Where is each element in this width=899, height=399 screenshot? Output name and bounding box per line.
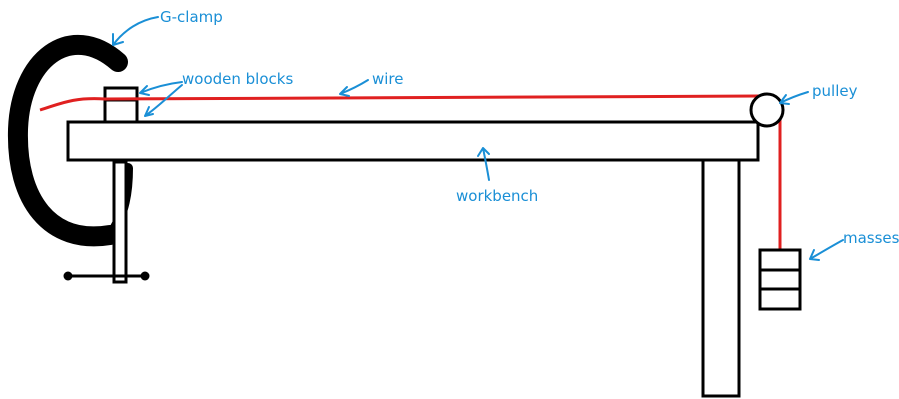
wire-arrow bbox=[339, 79, 369, 97]
mass bbox=[758, 287, 802, 311]
masses-arrow bbox=[809, 239, 844, 261]
g-clamp-frame bbox=[7, 34, 128, 247]
label-pulley: pulley bbox=[812, 82, 858, 100]
masses-stack bbox=[758, 248, 802, 311]
clamp-screw bbox=[112, 160, 128, 284]
workbench-arrow bbox=[477, 147, 490, 181]
label-wire: wire bbox=[372, 70, 404, 88]
workbench-top bbox=[66, 120, 760, 162]
wooden-block-bottom bbox=[103, 98, 139, 124]
wooden-blocks-arrow bbox=[139, 81, 183, 96]
mass bbox=[758, 248, 802, 272]
g-clamp-arrow bbox=[112, 16, 159, 46]
wooden-blocks-arrow-2 bbox=[144, 84, 183, 117]
label-masses: masses bbox=[843, 229, 899, 247]
pulley bbox=[749, 92, 785, 128]
label-g-clamp: G-clamp bbox=[160, 8, 223, 26]
clamp-handle-end-left bbox=[63, 271, 73, 281]
mass bbox=[758, 268, 802, 291]
pulley-arrow bbox=[779, 91, 809, 105]
wire bbox=[39, 94, 761, 112]
label-wooden-blocks: wooden blocks bbox=[182, 70, 293, 88]
clamp-handle-end-right bbox=[140, 271, 150, 281]
workbench-leg bbox=[701, 158, 741, 398]
label-workbench: workbench bbox=[456, 187, 538, 205]
